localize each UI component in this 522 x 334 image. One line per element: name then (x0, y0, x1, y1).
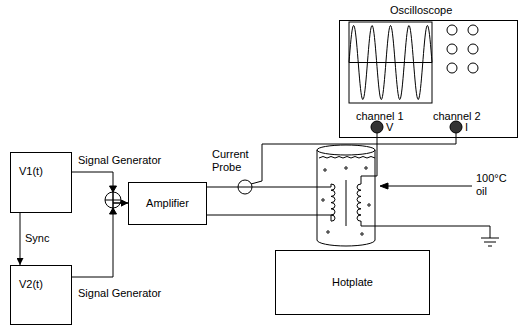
node-label: V2(t) (11, 266, 71, 291)
node-label: Hotplate (332, 276, 373, 289)
input-knob (450, 121, 462, 133)
node-label: Amplifier (146, 197, 189, 210)
scope-buttons (447, 25, 478, 73)
sine-trace (349, 26, 432, 100)
input-knob (371, 121, 383, 133)
wire (361, 221, 490, 238)
connector (20, 213, 21, 265)
oil-beaker (317, 145, 375, 246)
coil-winding (357, 184, 361, 221)
amplifier-box: Amplifier (128, 182, 207, 225)
device-label: Signal Generator (78, 287, 161, 300)
probe-label: Current Probe (212, 148, 258, 174)
node-heading: Oscilloscope (390, 4, 452, 17)
hotplate-box: Hotplate (275, 250, 430, 315)
edge-label: Sync (24, 232, 50, 245)
wire (207, 215, 331, 221)
signal-generator: V2(t) (10, 265, 72, 325)
connector (72, 203, 128, 277)
connector (72, 172, 128, 203)
channel-label: channel 2 (433, 110, 481, 123)
device-label: Signal Generator (78, 154, 161, 167)
signal-generator: V1(t) (10, 152, 72, 213)
channel-label: channel 1 (356, 110, 404, 123)
wire (251, 133, 456, 184)
node-label: V1(t) (11, 153, 71, 178)
signal-name: I (465, 121, 468, 134)
oil-label: 100°C oil (476, 172, 512, 198)
screen-axis (349, 62, 432, 63)
oil-surface (319, 157, 375, 159)
leader-line (384, 186, 472, 187)
sine-trace (349, 26, 432, 100)
signal-name: V (386, 121, 393, 134)
scope-screen (349, 22, 432, 103)
ground-symbol (481, 238, 499, 246)
wire (207, 184, 331, 187)
arrowhead (380, 183, 388, 189)
wire (361, 133, 377, 184)
coil-winding (331, 184, 335, 221)
